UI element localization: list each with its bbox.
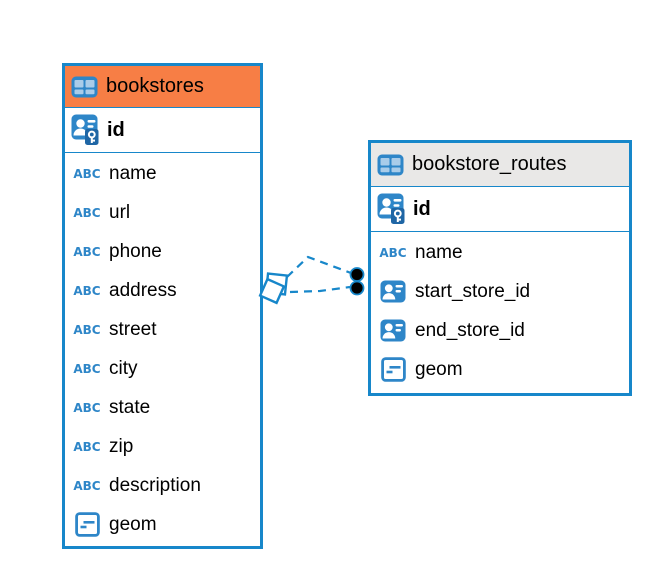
primary-key-row[interactable]: id: [65, 108, 260, 153]
relationship-line-upper[interactable]: [286, 255, 352, 278]
text-type-icon: ABC: [73, 361, 101, 376]
column-row-description[interactable]: ABC description: [65, 466, 260, 505]
table-header[interactable]: bookstore_routes: [371, 143, 629, 187]
table-icon: [377, 154, 404, 176]
column-name: city: [109, 357, 138, 379]
column-name: url: [109, 201, 131, 223]
column-row-city[interactable]: ABC city: [65, 349, 260, 388]
geometry-type-icon: [377, 357, 409, 382]
column-name: start_store_id: [415, 280, 531, 302]
text-type-icon: ABC: [73, 400, 101, 415]
column-row-name[interactable]: ABC name: [371, 233, 629, 272]
entity-table-bookstore-routes[interactable]: bookstore_routes id ABC name start_store_i…: [368, 140, 632, 396]
column-row-geom[interactable]: geom: [65, 505, 260, 544]
table-title: bookstores: [106, 75, 204, 97]
column-row-zip[interactable]: ABC zip: [65, 427, 260, 466]
column-name: zip: [109, 435, 134, 457]
table-header[interactable]: bookstores: [65, 66, 260, 108]
column-name: end_store_id: [415, 319, 525, 341]
text-type-icon: ABC: [73, 439, 101, 454]
column-name: name: [415, 241, 463, 263]
text-type-icon: ABC: [379, 245, 407, 260]
column-name: geom: [109, 513, 157, 535]
column-name: state: [109, 396, 151, 418]
column-name: description: [109, 474, 201, 496]
column-row-phone[interactable]: ABC phone: [65, 232, 260, 271]
column-row-start_store_id[interactable]: start_store_id: [371, 272, 629, 311]
column-row-street[interactable]: ABC street: [65, 310, 260, 349]
column-row-url[interactable]: ABC url: [65, 193, 260, 232]
column-row-name[interactable]: ABC name: [65, 154, 260, 193]
primary-key-name: id: [413, 197, 431, 220]
reference-type-icon: [377, 280, 409, 303]
dot-end-marker[interactable]: [349, 267, 365, 296]
column-name: street: [109, 318, 157, 340]
geometry-type-icon: [71, 512, 103, 537]
primary-key-icon: [71, 114, 100, 146]
text-type-icon: ABC: [73, 283, 101, 298]
text-type-icon: ABC: [73, 322, 101, 337]
column-name: phone: [109, 240, 162, 262]
column-row-state[interactable]: ABC state: [65, 388, 260, 427]
column-row-end_store_id[interactable]: end_store_id: [371, 311, 629, 350]
reference-type-icon: [377, 319, 409, 342]
text-type-icon: ABC: [73, 478, 101, 493]
table-title: bookstore_routes: [412, 153, 567, 175]
column-name: geom: [415, 358, 463, 380]
text-type-icon: ABC: [73, 244, 101, 259]
column-row-geom[interactable]: geom: [371, 350, 629, 389]
text-type-icon: ABC: [73, 205, 101, 220]
column-name: address: [109, 279, 177, 301]
relationship-line-lower[interactable]: [289, 285, 351, 294]
column-row-address[interactable]: ABC address: [65, 271, 260, 310]
primary-key-name: id: [107, 118, 125, 141]
table-icon: [71, 76, 98, 98]
primary-key-row[interactable]: id: [371, 187, 629, 232]
diamond-end-marker[interactable]: [258, 272, 289, 305]
text-type-icon: ABC: [73, 166, 101, 181]
column-name: name: [109, 162, 157, 184]
primary-key-icon: [377, 193, 406, 225]
